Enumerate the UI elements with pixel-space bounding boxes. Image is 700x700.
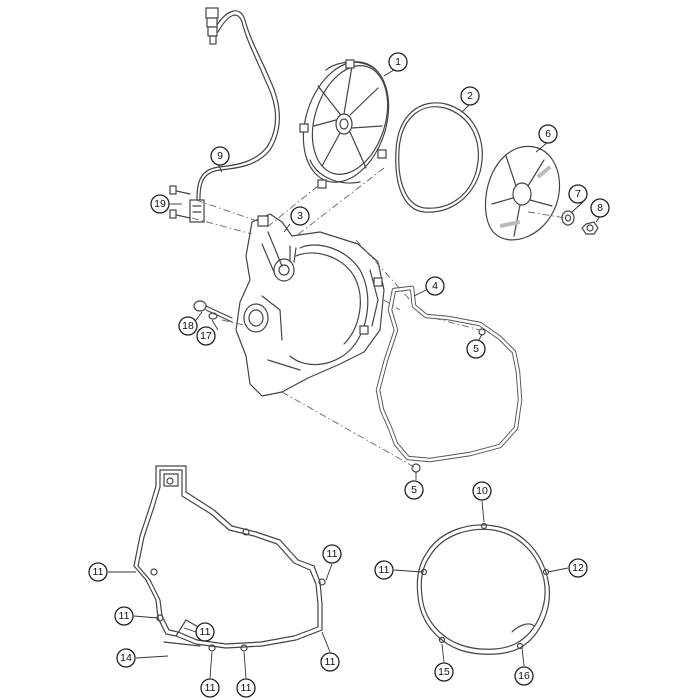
generator-cover xyxy=(235,213,385,397)
cover-gasket xyxy=(375,285,523,473)
callout-11-bottom-a[interactable]: 11 xyxy=(200,678,220,698)
callout-5-upper[interactable]: 5 xyxy=(466,339,486,359)
o-ring-detail-right xyxy=(416,522,550,655)
svg-text:19: 19 xyxy=(154,198,166,210)
callout-2[interactable]: 2 xyxy=(460,86,480,106)
callout-11-upper-right[interactable]: 11 xyxy=(322,544,342,564)
svg-text:4: 4 xyxy=(432,280,438,292)
washer-nut xyxy=(561,210,599,235)
svg-text:11: 11 xyxy=(325,656,336,668)
callout-17[interactable]: 17 xyxy=(196,326,216,346)
callout-9[interactable]: 9 xyxy=(210,146,230,166)
callout-15[interactable]: 15 xyxy=(434,662,454,682)
callout-14[interactable]: 14 xyxy=(116,648,136,668)
assembly-lines xyxy=(191,167,567,469)
svg-text:7: 7 xyxy=(575,188,581,200)
rotor-cover xyxy=(299,59,390,189)
screw-set-19 xyxy=(169,185,191,219)
svg-text:10: 10 xyxy=(476,485,488,497)
callout-8[interactable]: 8 xyxy=(590,198,610,218)
callout-19[interactable]: 19 xyxy=(150,194,170,214)
svg-text:5: 5 xyxy=(473,343,479,355)
svg-text:18: 18 xyxy=(182,320,194,332)
callout-11-lower-right[interactable]: 11 xyxy=(320,652,340,672)
svg-text:11: 11 xyxy=(379,564,390,576)
callout-6[interactable]: 6 xyxy=(538,124,558,144)
svg-text:1: 1 xyxy=(395,56,401,68)
callout-11-oring[interactable]: 11 xyxy=(374,560,394,580)
svg-text:6: 6 xyxy=(545,128,551,140)
callout-3[interactable]: 3 xyxy=(290,206,310,226)
svg-text:17: 17 xyxy=(200,330,212,342)
svg-text:5: 5 xyxy=(411,484,417,496)
bolt-washer xyxy=(193,300,233,323)
callout-4[interactable]: 4 xyxy=(425,276,445,296)
svg-text:11: 11 xyxy=(327,548,338,560)
callout-1[interactable]: 1 xyxy=(388,52,408,72)
callout-11-mid-left[interactable]: 11 xyxy=(114,606,134,626)
svg-text:15: 15 xyxy=(438,666,450,678)
svg-text:11: 11 xyxy=(241,682,252,694)
rotor-disc xyxy=(484,145,561,241)
callout-11-bottom-b[interactable]: 11 xyxy=(236,678,256,698)
svg-text:8: 8 xyxy=(597,202,603,214)
svg-text:11: 11 xyxy=(119,610,130,622)
svg-text:12: 12 xyxy=(572,562,584,574)
callout-11-left[interactable]: 11 xyxy=(88,562,108,582)
callout-11-inner[interactable]: 11 xyxy=(195,622,215,642)
sensor-cable xyxy=(189,7,280,223)
svg-text:11: 11 xyxy=(93,566,104,578)
o-ring xyxy=(395,102,483,213)
callout-12[interactable]: 12 xyxy=(568,558,588,578)
svg-text:9: 9 xyxy=(217,150,223,162)
svg-text:11: 11 xyxy=(200,626,211,638)
svg-text:3: 3 xyxy=(297,210,303,222)
svg-text:2: 2 xyxy=(467,90,473,102)
svg-text:16: 16 xyxy=(518,670,530,682)
callout-5-lower[interactable]: 5 xyxy=(404,480,424,500)
svg-text:11: 11 xyxy=(205,682,216,694)
callout-7[interactable]: 7 xyxy=(568,184,588,204)
callouts: 1 2 3 4 5 5 6 7 8 9 10 11 11 11 11 11 11… xyxy=(88,52,610,698)
callout-18[interactable]: 18 xyxy=(178,316,198,336)
leader-lines xyxy=(108,67,607,679)
svg-text:14: 14 xyxy=(120,652,132,664)
callout-10[interactable]: 10 xyxy=(472,481,492,501)
callout-16[interactable]: 16 xyxy=(514,666,534,686)
gasket-detail-left xyxy=(133,465,326,652)
